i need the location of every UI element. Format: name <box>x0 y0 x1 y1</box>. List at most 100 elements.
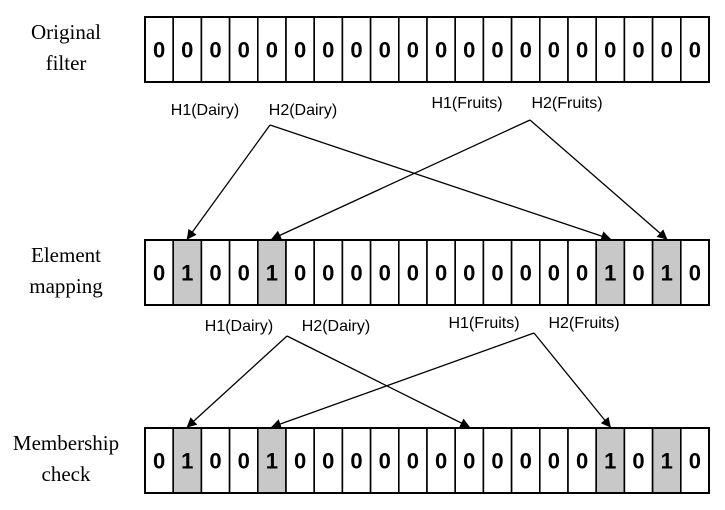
bit-value: 0 <box>181 38 193 63</box>
bit-value: 0 <box>632 449 644 474</box>
bit-cell <box>341 16 372 83</box>
bit-value: 0 <box>689 261 701 286</box>
hash-function-label: H2(Fruits) <box>548 315 619 332</box>
bit-value: 0 <box>548 38 560 63</box>
bit-array-border <box>144 239 710 306</box>
bit-value: 0 <box>153 38 165 63</box>
bit-value: 0 <box>632 261 644 286</box>
bit-value: 1 <box>266 261 278 286</box>
hash-mapping-arrow <box>286 335 471 428</box>
bit-value: 0 <box>379 449 391 474</box>
row-label-line: filter <box>46 51 87 75</box>
bit-value: 0 <box>435 261 447 286</box>
bit-cell <box>651 16 682 83</box>
bit-value: 0 <box>548 261 560 286</box>
row-label-line: Element <box>31 243 101 267</box>
hash-function-label: H2(Fruits) <box>531 95 602 112</box>
hash-function-label: H2(Dairy) <box>269 102 337 119</box>
bit-value: 0 <box>350 38 362 63</box>
bit-value: 0 <box>463 449 475 474</box>
row-label-line: Membership <box>13 431 119 455</box>
bit-value: 0 <box>435 38 447 63</box>
bit-value: 0 <box>294 261 306 286</box>
bit-cell <box>285 16 316 83</box>
bit-cell <box>200 427 231 494</box>
bit-value: 0 <box>520 449 532 474</box>
bit-value: 0 <box>463 38 475 63</box>
bit-value: 0 <box>209 38 221 63</box>
bit-value: 0 <box>689 449 701 474</box>
hash-function-label: H1(Dairy) <box>171 102 239 119</box>
bit-cell <box>482 427 513 494</box>
bit-value: 0 <box>632 38 644 63</box>
bit-cell <box>228 427 259 494</box>
bit-cell <box>341 427 372 494</box>
bit-value: 0 <box>379 261 391 286</box>
bit-value: 0 <box>435 449 447 474</box>
bit-value: 0 <box>576 449 588 474</box>
bit-value: 0 <box>491 261 503 286</box>
bit-value: 0 <box>491 38 503 63</box>
bit-value: 0 <box>322 449 334 474</box>
row-label-line: Original <box>31 20 101 44</box>
bit-value: 0 <box>491 449 503 474</box>
bit-value: 0 <box>576 38 588 63</box>
highlighted-bit-cell <box>651 427 682 494</box>
bit-cell <box>285 427 316 494</box>
bit-cell <box>426 239 457 306</box>
hash-mapping-arrow <box>186 335 288 428</box>
highlighted-bit-cell <box>595 427 626 494</box>
bit-value: 0 <box>463 261 475 286</box>
hash-mapping-arrow <box>270 119 531 240</box>
hash-function-label: H1(Fruits) <box>431 95 502 112</box>
bit-value: 0 <box>407 38 419 63</box>
bit-value: 1 <box>661 261 673 286</box>
bit-value: 0 <box>294 38 306 63</box>
bit-array-border <box>144 427 710 494</box>
bit-value: 1 <box>181 449 193 474</box>
bit-value: 0 <box>350 261 362 286</box>
hash-mapping-arrow <box>533 332 611 428</box>
bit-cell <box>397 16 428 83</box>
bit-value: 0 <box>407 261 419 286</box>
bit-cell <box>313 239 344 306</box>
bit-value: 0 <box>266 38 278 63</box>
bit-value: 0 <box>548 449 560 474</box>
row-label-line: mapping <box>29 274 103 298</box>
bit-value: 0 <box>379 38 391 63</box>
row-label-line: check <box>42 462 91 486</box>
bit-array-border <box>144 16 710 83</box>
bit-value: 0 <box>604 38 616 63</box>
bit-value: 0 <box>209 261 221 286</box>
bit-value: 0 <box>520 38 532 63</box>
hash-function-label: H1(Fruits) <box>448 315 519 332</box>
hash-function-label: H1(Dairy) <box>205 318 273 335</box>
bit-cell <box>397 239 428 306</box>
bit-value: 0 <box>238 261 250 286</box>
bit-value: 0 <box>153 261 165 286</box>
bit-cell <box>397 427 428 494</box>
bit-cell <box>595 16 626 83</box>
bit-value: 0 <box>407 449 419 474</box>
bit-value: 0 <box>294 449 306 474</box>
bit-cell <box>454 16 485 83</box>
bit-value: 0 <box>350 449 362 474</box>
bit-cell <box>567 427 598 494</box>
bit-value: 0 <box>520 261 532 286</box>
bit-value: 0 <box>689 38 701 63</box>
highlighted-bit-cell <box>651 239 682 306</box>
hash-function-label: H2(Dairy) <box>302 318 370 335</box>
bit-cell <box>679 16 710 83</box>
hash-mapping-arrow <box>186 124 271 240</box>
bit-value: 0 <box>238 38 250 63</box>
bit-value: 0 <box>661 38 673 63</box>
bit-value: 0 <box>209 449 221 474</box>
bit-value: 1 <box>604 261 616 286</box>
bit-cell <box>679 427 710 494</box>
bit-value: 0 <box>153 449 165 474</box>
